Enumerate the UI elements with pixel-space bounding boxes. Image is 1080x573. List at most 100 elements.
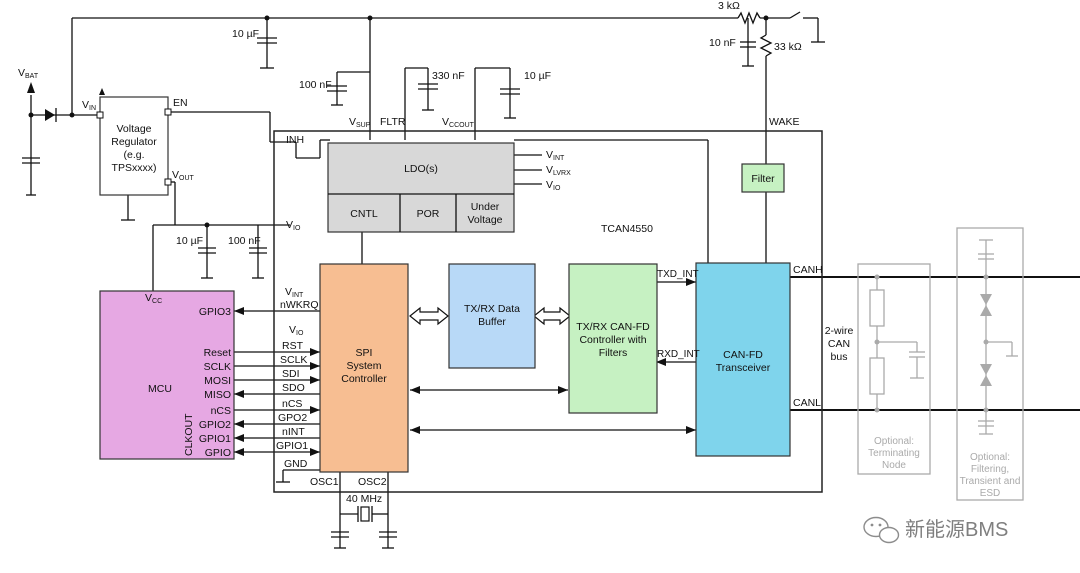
filter-label: Filter	[751, 173, 775, 185]
regulator-block	[99, 96, 169, 196]
svg-text:GPIO1: GPIO1	[276, 440, 308, 452]
wechat-icon	[863, 516, 900, 544]
svg-text:Node: Node	[882, 460, 906, 471]
spi-pin-labels: nWKRQ RST SCLK SDI SDO nCS GPO2 nINT GPI…	[276, 299, 319, 470]
vio-spi-label: VIO	[289, 324, 304, 337]
fltr-label: FLTR	[380, 116, 406, 128]
bus-label-1: 2-wire	[825, 325, 854, 337]
c-330n-label: 330 nF	[432, 70, 465, 82]
vout-label: VOUT	[172, 169, 195, 182]
vcc-mcu-label: VCC	[145, 292, 162, 305]
mcu-label: MCU	[148, 383, 172, 395]
vsup-label: VSUP	[349, 116, 371, 129]
svg-text:(e.g.: (e.g.	[123, 149, 144, 161]
buffer-label-2: Buffer	[478, 316, 506, 328]
tcan4550-outline	[273, 130, 823, 493]
svg-text:GPIO: GPIO	[205, 447, 231, 459]
crystal-icon	[360, 506, 370, 522]
svg-text:ESD: ESD	[980, 488, 1001, 499]
svg-text:GPIO2: GPIO2	[199, 419, 231, 431]
diode-icon	[45, 109, 55, 121]
svg-text:RST: RST	[282, 340, 304, 352]
osc1-label: OSC1	[310, 476, 339, 488]
svg-text:MOSI: MOSI	[204, 375, 231, 387]
ldo-label: LDO(s)	[404, 163, 438, 175]
vccout-label: VCCOUT	[442, 116, 475, 129]
c-10n-label: 10 nF	[709, 37, 736, 49]
spi-label-3: Controller	[341, 373, 387, 385]
vin-label: VIN	[82, 99, 96, 112]
mcu-block	[99, 290, 235, 460]
optional-terminating-node	[857, 263, 931, 475]
buffer-controller-bus-icon	[533, 306, 571, 326]
svg-text:Optional:: Optional:	[970, 452, 1010, 463]
cntl-label: CNTL	[350, 208, 378, 220]
svg-text:SDO: SDO	[282, 382, 305, 394]
regulator-label: Voltage Regulator (e.g. TPSxxxx)	[111, 123, 157, 174]
svg-text:Reset: Reset	[204, 347, 232, 359]
optional-esd-block	[956, 227, 1024, 501]
spi-label-2: System	[346, 360, 381, 372]
svg-text:MISO: MISO	[204, 389, 231, 401]
vint-spi-label: VINT	[285, 286, 304, 299]
canh-label: CANH	[793, 264, 823, 276]
ldo-block	[327, 142, 515, 233]
bus-label-3: bus	[831, 351, 848, 363]
svg-text:Regulator: Regulator	[111, 136, 157, 148]
canfd-ctrl-label-2: Controller with	[579, 334, 646, 346]
spi-label-1: SPI	[356, 347, 373, 359]
svg-text:GPIO3: GPIO3	[199, 306, 231, 318]
rxd-int-label: RXD_INT	[657, 349, 700, 360]
vlvrx-ldo-label: VLVRX	[546, 164, 571, 177]
optional-term-label: Optional: Terminating Node	[868, 436, 920, 471]
spi-controller-block	[319, 263, 409, 473]
vint-ldo-label: VINT	[546, 149, 565, 162]
svg-text:Optional:: Optional:	[874, 436, 914, 447]
spi-buffer-bus-icon	[409, 306, 449, 326]
chip-name: TCAN4550	[601, 223, 653, 235]
svg-text:Transient and: Transient and	[960, 476, 1021, 487]
svg-text:nWKRQ: nWKRQ	[280, 299, 319, 311]
c-100n-vio-label: 100 nF	[228, 235, 261, 247]
transceiver-label-1: CAN-FD	[723, 349, 763, 361]
canfd-ctrl-label-3: Filters	[599, 347, 628, 359]
c-vsup-label: 10 µF	[232, 28, 259, 40]
under-voltage-label-2: Voltage	[467, 214, 502, 226]
vio-ldo-label: VIO	[546, 179, 561, 192]
r-33k-label: 33 kΩ	[774, 41, 802, 53]
svg-text:nINT: nINT	[282, 426, 305, 438]
c-100n-top-label: 100 nF	[299, 79, 332, 91]
svg-text:GPO2: GPO2	[278, 412, 307, 424]
en-label: EN	[173, 97, 188, 109]
svg-text:新能源BMS: 新能源BMS	[905, 518, 1008, 541]
svg-text:TPSxxxx): TPSxxxx)	[112, 162, 157, 174]
canfd-controller-block	[568, 263, 658, 414]
vbat-arrow-icon	[27, 82, 35, 93]
wake-label: WAKE	[769, 116, 800, 128]
svg-text:SDI: SDI	[282, 368, 300, 380]
filter-block	[741, 163, 785, 193]
buffer-label-1: TX/RX Data	[464, 303, 520, 315]
svg-text:nCS: nCS	[282, 398, 302, 410]
bus-label-2: CAN	[828, 338, 850, 350]
canl-label: CANL	[793, 397, 821, 409]
txd-int-label: TXD_INT	[657, 269, 699, 280]
svg-text:SCLK: SCLK	[280, 354, 307, 366]
osc2-label: OSC2	[358, 476, 387, 488]
clkout-label: CLKOUT	[183, 413, 195, 456]
transceiver-label-2: Transceiver	[716, 362, 771, 374]
vin-arrow-icon	[99, 88, 105, 95]
mcu-pin-labels: GPIO3 Reset SCLK MOSI MISO nCS GPIO2 GPI…	[199, 306, 231, 459]
vbat-label: VBAT	[18, 67, 39, 80]
under-voltage-label-1: Under	[471, 201, 500, 213]
svg-text:GND: GND	[284, 458, 308, 470]
wiring	[22, 11, 1080, 549]
svg-text:Terminating: Terminating	[868, 448, 920, 459]
svg-text:Voltage: Voltage	[116, 123, 151, 135]
c-10u-vio-label: 10 µF	[176, 235, 203, 247]
optional-esd-label: Optional: Filtering, Transient and ESD	[960, 452, 1021, 499]
svg-text:Filtering,: Filtering,	[971, 464, 1009, 475]
svg-text:SCLK: SCLK	[204, 361, 231, 373]
por-label: POR	[417, 208, 440, 220]
